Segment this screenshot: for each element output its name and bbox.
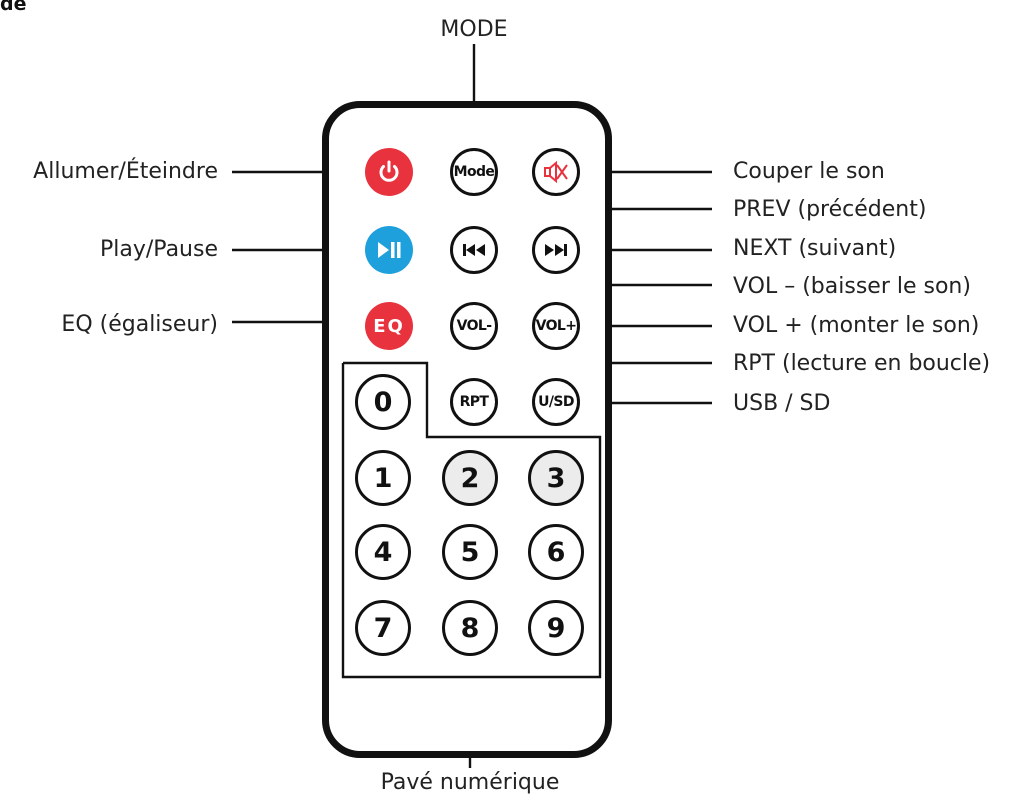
- skip-next-icon: [545, 244, 567, 256]
- digit-1-button[interactable]: 1: [355, 450, 411, 506]
- prev-button[interactable]: [450, 226, 498, 274]
- label-mode: MODE: [440, 17, 508, 42]
- digit-6-button[interactable]: 6: [528, 524, 584, 580]
- skip-previous-icon: [463, 244, 485, 256]
- digit-7-button[interactable]: 7: [355, 600, 411, 656]
- label-power: Allumer/Éteindre: [33, 159, 218, 184]
- play-pause-icon: [378, 242, 401, 258]
- play-pause-button[interactable]: [365, 226, 413, 274]
- digit-4-button[interactable]: 4: [355, 524, 411, 580]
- usb-sd-button[interactable]: U/SD: [532, 378, 580, 426]
- digit-3-button[interactable]: 3: [528, 450, 584, 506]
- rpt-button[interactable]: RPT: [450, 378, 498, 426]
- eq-button[interactable]: EQ: [365, 302, 413, 350]
- label-next: NEXT (suivant): [733, 236, 897, 261]
- next-button[interactable]: [532, 226, 580, 274]
- corner-text: de: [0, 0, 27, 15]
- label-eq: EQ (égaliseur): [61, 312, 218, 337]
- mode-button[interactable]: Mode: [450, 148, 498, 196]
- vol-down-button[interactable]: VOL-: [450, 302, 498, 350]
- label-mute: Couper le son: [733, 159, 885, 184]
- label-rpt: RPT (lecture en boucle): [733, 351, 991, 376]
- digit-0-button[interactable]: 0: [355, 374, 411, 430]
- power-button[interactable]: [365, 148, 413, 196]
- label-numpad: Pavé numérique: [380, 770, 560, 795]
- mute-button[interactable]: [532, 148, 580, 196]
- power-icon: [379, 160, 399, 182]
- label-prev: PREV (précédent): [733, 197, 927, 222]
- vol-up-button[interactable]: VOL+: [532, 302, 580, 350]
- speaker-muted-icon: [544, 161, 568, 183]
- label-vol-down: VOL – (baisser le son): [733, 274, 971, 299]
- digit-2-button[interactable]: 2: [442, 450, 498, 506]
- label-vol-up: VOL + (monter le son): [733, 313, 980, 338]
- digit-5-button[interactable]: 5: [442, 524, 498, 580]
- digit-9-button[interactable]: 9: [528, 600, 584, 656]
- label-usb-sd: USB / SD: [733, 391, 831, 416]
- digit-8-button[interactable]: 8: [442, 600, 498, 656]
- label-play-pause: Play/Pause: [100, 237, 218, 262]
